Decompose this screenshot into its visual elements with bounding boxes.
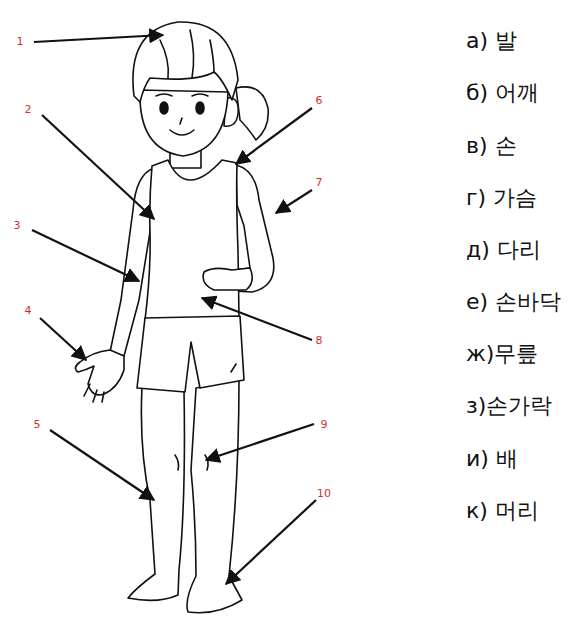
answer-option: г) 가슴 bbox=[466, 186, 537, 210]
fingers bbox=[84, 384, 104, 402]
callout-number: 3 bbox=[14, 220, 21, 232]
ponytail bbox=[236, 87, 268, 140]
leader-line bbox=[206, 424, 314, 460]
callout-number: 5 bbox=[34, 419, 41, 431]
callout-number: 4 bbox=[25, 305, 32, 317]
shorts-slit bbox=[231, 364, 236, 372]
hand bbox=[203, 268, 252, 290]
eyebrows bbox=[156, 94, 208, 96]
tank-top bbox=[145, 160, 239, 320]
leader-line bbox=[42, 115, 154, 219]
knee-line bbox=[205, 455, 208, 470]
callout-number: 7 bbox=[316, 177, 323, 189]
callout-number: 9 bbox=[321, 419, 328, 431]
callout-number: 6 bbox=[316, 95, 323, 107]
answer-option: в) 손 bbox=[466, 134, 517, 158]
leader-line bbox=[202, 298, 312, 340]
answer-option: е) 손바닥 bbox=[466, 290, 561, 314]
leader-line bbox=[50, 430, 154, 500]
girl-figure bbox=[75, 22, 273, 613]
eye bbox=[196, 102, 204, 114]
answer-option: ж)무릎 bbox=[466, 342, 538, 366]
leader-line bbox=[226, 500, 316, 584]
eye bbox=[160, 102, 168, 114]
leader-line bbox=[236, 108, 312, 164]
callout-number: 10 bbox=[317, 488, 331, 500]
nose bbox=[180, 118, 182, 124]
answer-option: а) 발 bbox=[466, 29, 517, 53]
face bbox=[140, 90, 228, 156]
smile bbox=[170, 130, 194, 135]
answer-option: к) 머리 bbox=[466, 499, 539, 523]
leader-line bbox=[40, 318, 86, 360]
leader-line bbox=[32, 230, 139, 281]
leader-line bbox=[276, 190, 312, 213]
callout-number: 2 bbox=[25, 104, 32, 116]
shorts bbox=[137, 316, 244, 392]
answer-option: б) 어깨 bbox=[466, 81, 539, 105]
hair bbox=[133, 22, 238, 102]
callout-number: 8 bbox=[316, 335, 323, 347]
left-leg bbox=[128, 386, 184, 600]
callout-number: 1 bbox=[17, 36, 24, 48]
answer-option: д) 다리 bbox=[466, 238, 541, 262]
leader-lines bbox=[32, 35, 316, 584]
answer-option: з)손가락 bbox=[466, 394, 552, 418]
knee-line bbox=[175, 455, 179, 470]
hair-strands bbox=[160, 30, 214, 78]
leader-line bbox=[34, 35, 163, 42]
answer-option: и) 배 bbox=[466, 447, 518, 471]
